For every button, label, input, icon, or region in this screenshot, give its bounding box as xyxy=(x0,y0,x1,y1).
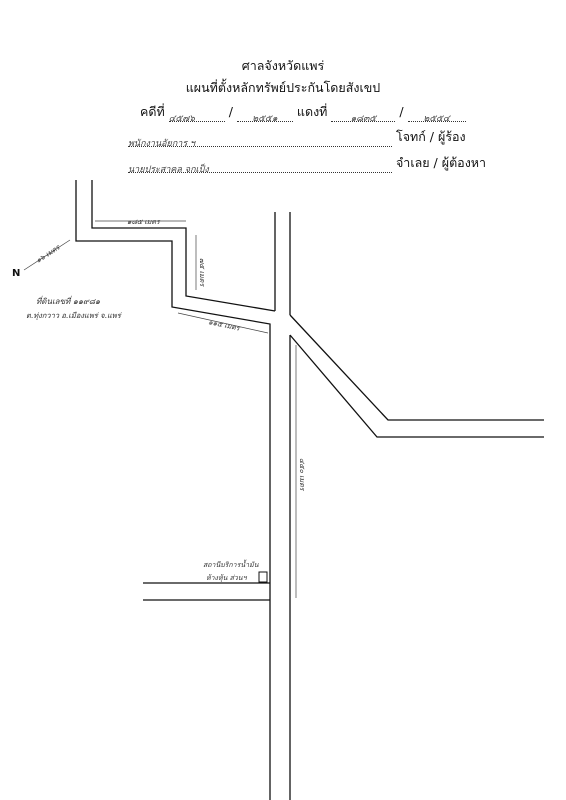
red-case-field: ๑๘๓๕ xyxy=(331,109,396,124)
plaintiff-name: พนักงานอัยการ ฯ xyxy=(128,139,196,149)
dim-mid-line xyxy=(177,312,269,334)
black-case-field: ๔๕๗๖ xyxy=(168,109,225,124)
road-upper-left-east-edge xyxy=(91,180,276,312)
parcel-note-line1: ที่ดินเลขที่ ๑๑๙๘๑ xyxy=(36,295,100,306)
plaintiff-role-label: โจทก์ / ผู้ร้อง xyxy=(395,129,466,144)
dist-mid-label: ๑๑๕ เมตร xyxy=(208,318,242,333)
landmark-note-line1: สถานีบริการน้ำมัน xyxy=(203,559,259,569)
landmark-note-line2: ห้างหุ้น ส่วนฯ xyxy=(206,574,248,582)
red-case-year: ๒๕๕๔ xyxy=(423,114,450,124)
red-case-separator: / xyxy=(399,104,404,119)
defendant-field: นายประสาคล จกเป็ง xyxy=(128,160,392,175)
case-number-line: คดีที่ ๔๕๗๖ / ๒๕๕๑ แดงที่ ๑๘๓๕ / ๒๕๕๔ xyxy=(140,102,466,124)
black-case-number: ๔๕๗๖ xyxy=(168,114,195,124)
defendant-line: นายประสาคล จกเป็ง จำเลย / ผู้ต้องหา xyxy=(128,153,487,175)
black-case-year: ๒๕๕๑ xyxy=(252,114,278,124)
north-symbol: N xyxy=(12,268,20,279)
red-case-number: ๑๘๓๕ xyxy=(350,114,377,124)
dist-main-label: ๔๕๐ เมตร xyxy=(298,458,306,492)
road-east-north-edge xyxy=(289,314,544,421)
plaintiff-line: พนักงานอัยการ ฯ โจทก์ / ผู้ร้อง xyxy=(128,127,466,149)
dist-top-label: ๑๘๕ เมตร xyxy=(127,218,161,226)
red-case-label: แดงที่ xyxy=(296,104,328,119)
document-title: แผนที่ตั้งหลักทรัพย์ประกันโดยสังเขป xyxy=(185,80,381,95)
black-case-year-field: ๒๕๕๑ xyxy=(236,109,293,124)
dist-side-label: ๗๕ เมตร xyxy=(198,258,206,287)
parcel-note-line2: ต.ทุ่งกวาว อ.เมืองแพร่ จ.แพร่ xyxy=(26,311,122,320)
plaintiff-field: พนักงานอัยการ ฯ xyxy=(128,134,392,149)
court-name: ศาลจังหวัดแพร่ xyxy=(241,58,325,73)
road-east-south-edge xyxy=(289,334,544,438)
road-upper-left-west-edge xyxy=(75,180,271,800)
dim-north-line xyxy=(23,239,71,271)
landmark-marker xyxy=(258,571,268,583)
black-case-separator: / xyxy=(228,104,233,119)
defendant-role-label: จำเลย / ผู้ต้องหา xyxy=(395,155,487,170)
black-case-label: คดีที่ xyxy=(140,104,165,119)
defendant-name: นายประสาคล จกเป็ง xyxy=(128,165,209,175)
dist-north-label: ๑๖ เมตร xyxy=(35,243,63,265)
red-case-year-field: ๒๕๕๔ xyxy=(407,109,466,124)
